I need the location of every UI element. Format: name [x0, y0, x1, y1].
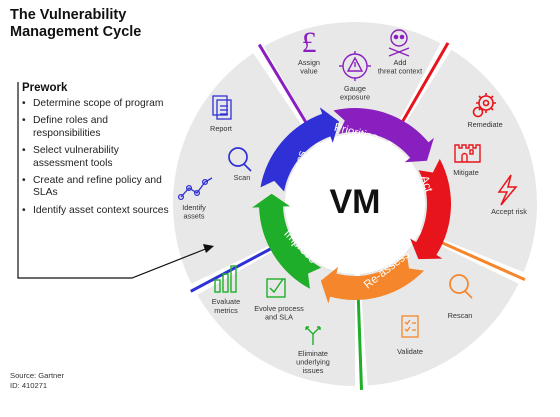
item-label: Rescan	[448, 311, 473, 320]
warning-target-icon	[339, 51, 371, 81]
prework-connector	[17, 82, 209, 279]
item-label: Validate	[397, 347, 423, 356]
magnifier-icon	[228, 147, 252, 172]
sector-improve	[197, 239, 355, 386]
connector-arrowhead	[203, 244, 214, 253]
id-line: ID: 410271	[10, 381, 48, 390]
arrow-improve	[252, 193, 322, 289]
branch-arrows-icon	[305, 326, 321, 345]
item-label: Accept risk	[491, 207, 527, 216]
divider-act	[398, 42, 450, 127]
arrow-assess	[260, 107, 339, 192]
source-line: Source: Gartner	[10, 371, 65, 380]
line-graph-icon	[177, 177, 213, 201]
documents-icon	[212, 95, 232, 120]
item-label: Remediate	[467, 120, 502, 129]
gears-icon	[472, 93, 496, 118]
source-note: Source: Gartner ID: 410271	[10, 371, 64, 391]
divider-improve	[356, 293, 363, 390]
prework-box: Prework Determine scope of program Defin…	[22, 82, 172, 222]
prework-item: Identify asset context sources	[22, 205, 172, 218]
item-label-line2: metrics	[214, 306, 238, 315]
magnifier-icon	[449, 274, 473, 299]
pound-icon: £	[302, 26, 317, 59]
lightning-icon	[497, 174, 518, 206]
prework-item: Create and refine policy and SLAs	[22, 175, 172, 200]
item-label: Report	[210, 124, 232, 133]
checklist-icon	[401, 315, 419, 338]
divider-reassess	[436, 239, 526, 282]
divider-layer	[190, 42, 526, 390]
item-label: Mitigate	[453, 168, 479, 177]
item-label: Evaluate	[212, 297, 240, 306]
arrow-reassess	[320, 254, 425, 304]
prework-item: Determine scope of program	[22, 98, 172, 111]
prework-heading: Prework	[22, 82, 68, 94]
arrow-act	[410, 158, 451, 260]
bar-chart-icon	[214, 265, 237, 293]
prework-list: Determine scope of program Define roles …	[22, 98, 172, 217]
divider-assess	[190, 244, 277, 293]
prework-item: Define roles and responsibilities	[22, 115, 172, 140]
arrow-layer	[252, 107, 451, 304]
divider-prioritize	[257, 43, 310, 128]
item-label: Scan	[234, 173, 251, 182]
skull-crossbones-icon	[388, 29, 410, 57]
prework-item: Select vulnerability assessment tools	[22, 145, 172, 170]
svg-text:£: £	[302, 26, 317, 59]
stage-label-act: Act	[418, 174, 435, 194]
arrow-prioritize	[333, 108, 434, 163]
diagram-title: The Vulnerability Management Cycle	[10, 7, 142, 40]
castle-icon	[454, 144, 481, 163]
center-label: VM	[330, 183, 381, 221]
checkbox-edit-icon	[266, 278, 286, 298]
